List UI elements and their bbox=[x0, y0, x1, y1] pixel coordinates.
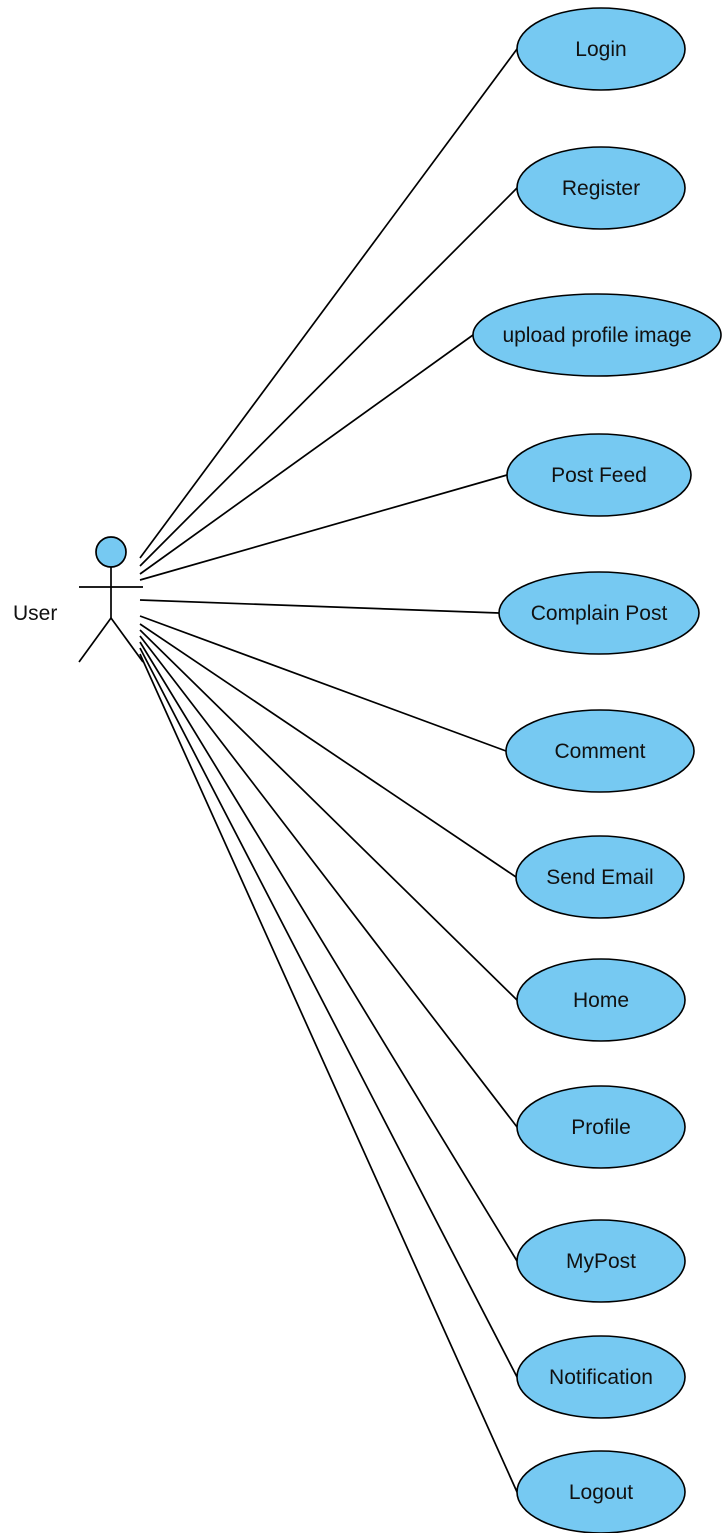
association-upload-profile-image bbox=[139, 334, 474, 575]
association-profile bbox=[139, 635, 518, 1128]
use-case-comment[interactable]: Comment bbox=[505, 709, 695, 793]
use-case-label: Send Email bbox=[546, 866, 653, 889]
use-case-ellipse bbox=[516, 7, 686, 91]
use-case-ellipse bbox=[505, 709, 695, 793]
association-post-feed bbox=[139, 474, 508, 581]
use-case-ellipse bbox=[506, 433, 692, 517]
use-case-label: Login bbox=[575, 38, 626, 61]
association-register bbox=[139, 187, 518, 567]
association-complain-post bbox=[139, 599, 500, 614]
use-case-label: upload profile image bbox=[502, 324, 691, 347]
actor-head bbox=[95, 536, 127, 568]
use-case-upload-profile-image[interactable]: upload profile image bbox=[472, 293, 722, 377]
association-mypost bbox=[139, 641, 518, 1262]
use-case-home[interactable]: Home bbox=[516, 958, 686, 1042]
association-home bbox=[139, 629, 518, 1001]
use-case-ellipse bbox=[498, 571, 700, 655]
use-case-ellipse bbox=[472, 293, 722, 377]
use-case-notification[interactable]: Notification bbox=[516, 1335, 686, 1419]
use-case-label: Home bbox=[573, 989, 629, 1012]
use-case-label: Notification bbox=[549, 1366, 653, 1389]
use-case-label: Post Feed bbox=[551, 464, 647, 487]
actor-left-leg bbox=[78, 617, 112, 663]
use-case-ellipse bbox=[515, 835, 685, 919]
use-case-send-email[interactable]: Send Email bbox=[515, 835, 685, 919]
association-notification bbox=[139, 647, 518, 1378]
use-case-label: Comment bbox=[554, 740, 645, 763]
use-case-ellipse bbox=[516, 1450, 686, 1533]
use-case-complain-post[interactable]: Complain Post bbox=[498, 571, 700, 655]
use-case-ellipse bbox=[516, 146, 686, 230]
use-case-label: Register bbox=[562, 177, 640, 200]
use-case-mypost[interactable]: MyPost bbox=[516, 1219, 686, 1303]
use-case-ellipse bbox=[516, 1085, 686, 1169]
use-case-label: Logout bbox=[569, 1481, 633, 1504]
use-case-register[interactable]: Register bbox=[516, 146, 686, 230]
actor-user[interactable] bbox=[78, 536, 144, 663]
use-case-label: Complain Post bbox=[531, 602, 668, 625]
use-case-profile[interactable]: Profile bbox=[516, 1085, 686, 1169]
use-case-logout[interactable]: Logout bbox=[516, 1450, 686, 1533]
use-case-ellipse bbox=[516, 1335, 686, 1419]
actor-right-leg bbox=[110, 617, 144, 663]
use-case-post-feed[interactable]: Post Feed bbox=[506, 433, 692, 517]
use-case-ellipse bbox=[516, 1219, 686, 1303]
association-comment bbox=[139, 615, 507, 752]
associations bbox=[139, 48, 518, 1493]
use-case-label: MyPost bbox=[566, 1250, 636, 1273]
association-login bbox=[139, 48, 518, 559]
use-case-login[interactable]: Login bbox=[516, 7, 686, 91]
association-logout bbox=[139, 653, 518, 1493]
actor-label: User bbox=[13, 602, 57, 625]
association-send-email bbox=[139, 623, 517, 878]
use-case-label: Profile bbox=[571, 1116, 631, 1139]
use-case-ellipse bbox=[516, 958, 686, 1042]
